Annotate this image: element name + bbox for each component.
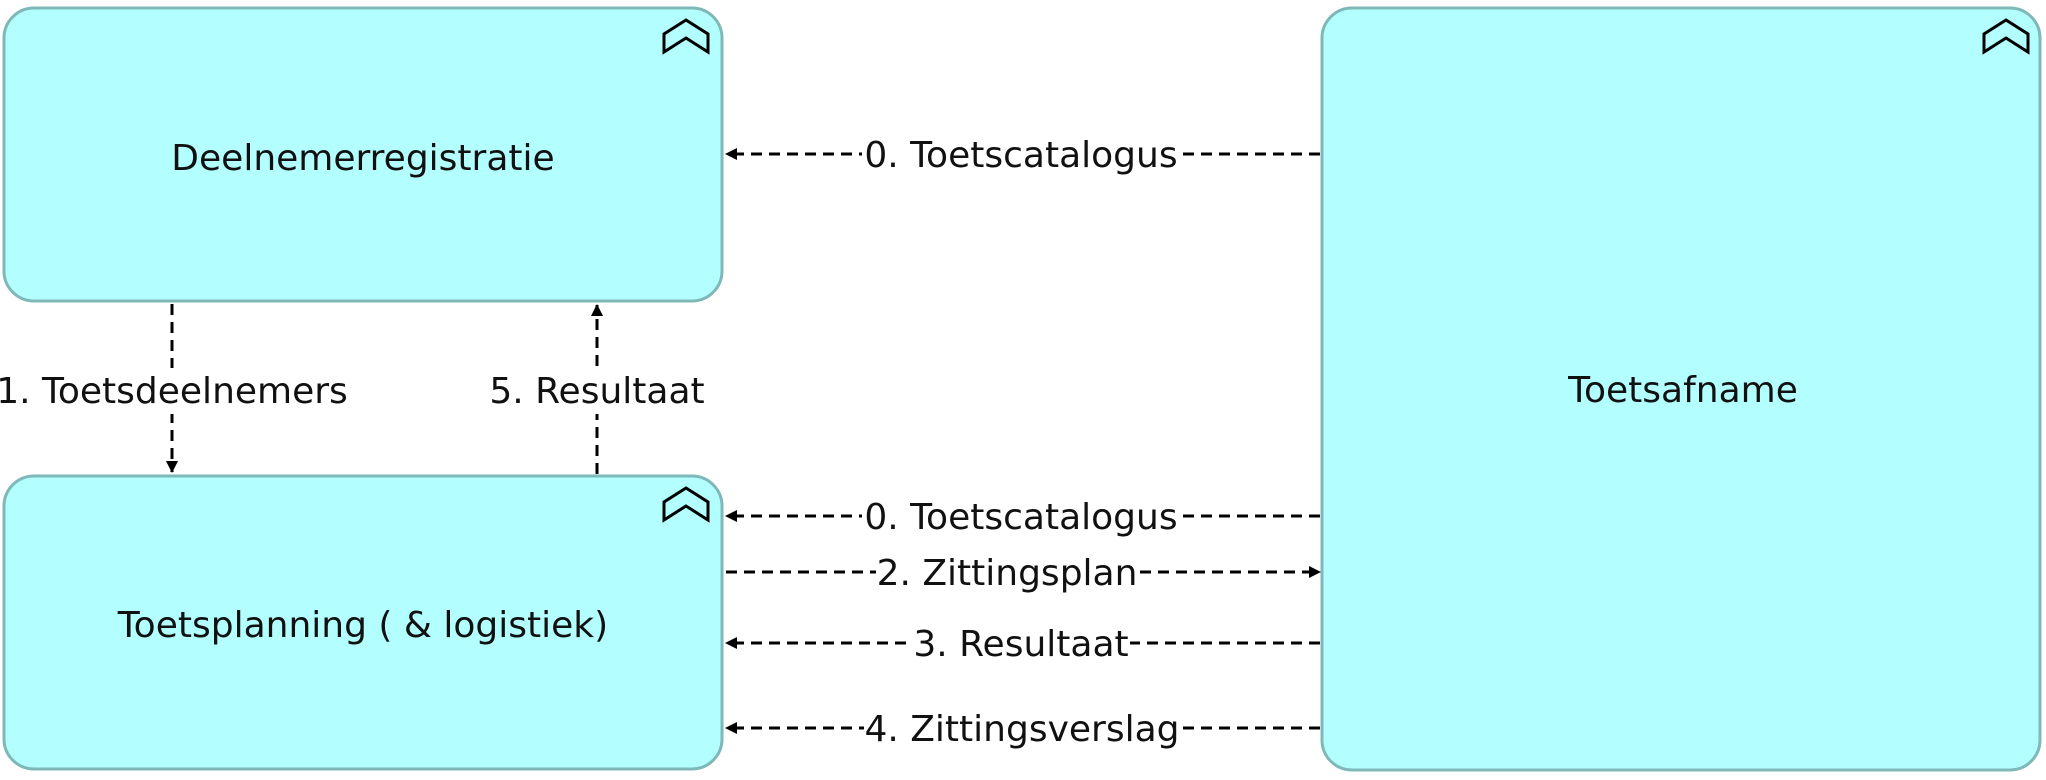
flow-label: 3. Resultaat: [913, 624, 1128, 665]
flow-label: 2. Zittingsplan: [877, 553, 1138, 594]
node-label-toetsplanning: Toetsplanning ( & logistiek): [117, 605, 608, 646]
double-chevron-up-icon: [1982, 18, 2030, 55]
flow-label: 1. Toetsdeelnemers: [0, 371, 348, 412]
flow-3-resultaat[interactable]: 3. Resultaat: [725, 621, 1320, 665]
node-deelnemerregistratie[interactable]: Deelnemerregistratie: [2, 6, 724, 303]
flow-label: 0. Toetscatalogus: [864, 497, 1177, 538]
flow-0-toetscatalogus-bottom[interactable]: 0. Toetscatalogus: [725, 494, 1320, 538]
flow-5-resultaat[interactable]: 5. Resultaat: [489, 304, 705, 474]
flow-label: 5. Resultaat: [489, 371, 704, 412]
flow-0-toetscatalogus-top[interactable]: 0. Toetscatalogus: [725, 132, 1320, 176]
double-chevron-up-icon: [662, 18, 710, 55]
flow-label: 0. Toetscatalogus: [864, 135, 1177, 176]
node-toetsafname[interactable]: Toetsafname: [1320, 6, 2042, 772]
node-label-toetsafname: Toetsafname: [1567, 370, 1798, 411]
flow-4-zittingsverslag[interactable]: 4. Zittingsverslag: [725, 706, 1320, 750]
node-label-deelnemerregistratie: Deelnemerregistratie: [171, 138, 554, 179]
flow-2-zittingsplan[interactable]: 2. Zittingsplan: [726, 550, 1321, 594]
double-chevron-up-icon: [662, 486, 710, 523]
flow-1-toetsdeelnemers[interactable]: 1. Toetsdeelnemers: [0, 304, 348, 473]
node-toetsplanning[interactable]: Toetsplanning ( & logistiek): [2, 474, 724, 771]
flow-label: 4. Zittingsverslag: [864, 709, 1179, 750]
